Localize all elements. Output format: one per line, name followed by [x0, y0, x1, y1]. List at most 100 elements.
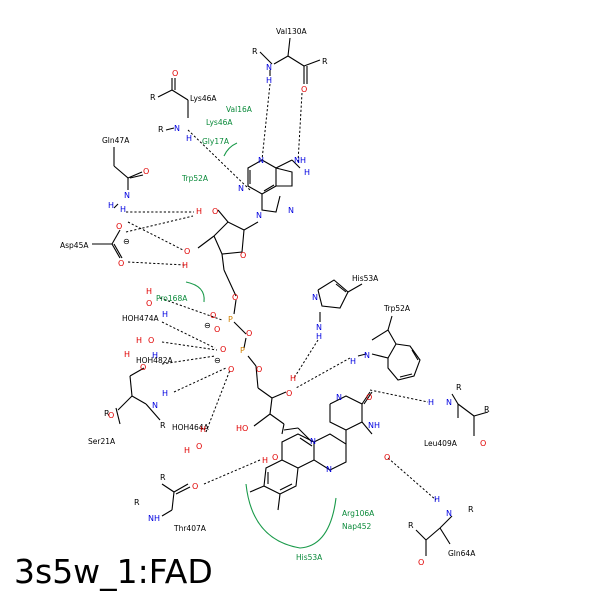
svg-text:O: O	[184, 247, 190, 256]
svg-text:R: R	[150, 93, 156, 102]
hydrogen-bonds	[125, 83, 437, 501]
svg-text:O: O	[246, 329, 252, 338]
hydrophobic-arc-bottom	[245, 483, 337, 549]
gln47-fragment	[113, 147, 144, 209]
svg-text:NH: NH	[148, 514, 160, 523]
asp45-fragment	[92, 229, 123, 259]
svg-text:H: H	[136, 336, 142, 345]
label-his53: His53A	[352, 274, 379, 283]
label-hyd-pro168: Pro168A	[156, 294, 188, 303]
svg-text:H: H	[304, 168, 310, 177]
svg-text:R: R	[134, 498, 140, 507]
svg-text:H: H	[108, 201, 114, 210]
svg-text:NH: NH	[368, 421, 380, 430]
svg-text:⊖: ⊖	[123, 237, 130, 246]
svg-text:O: O	[210, 311, 216, 320]
svg-text:N: N	[266, 63, 272, 72]
label-val130: Val130A	[276, 27, 308, 36]
svg-text:O: O	[140, 363, 146, 372]
hydrophobic-arc-pro168	[185, 281, 205, 303]
svg-text:N: N	[256, 211, 262, 220]
label-thr407: Thr407A	[173, 524, 207, 533]
svg-text:H: H	[120, 205, 126, 214]
svg-text:R: R	[322, 57, 328, 66]
thr407-fragment	[161, 483, 191, 517]
svg-text:O: O	[228, 365, 234, 374]
his53-ring	[317, 279, 363, 322]
svg-text:O: O	[143, 167, 149, 176]
svg-text:H: H	[350, 357, 356, 366]
svg-text:O: O	[232, 293, 238, 302]
svg-text:H: H	[162, 389, 168, 398]
label-hoh482: HOH482A	[136, 356, 173, 365]
svg-text:O: O	[214, 325, 220, 334]
label-hoh474: HOH474A	[122, 314, 159, 323]
hydrophobic-arc-top	[223, 142, 238, 157]
trp52-ring	[357, 315, 421, 381]
svg-text:O: O	[240, 251, 246, 260]
label-leu409: Leu409A	[424, 439, 458, 448]
svg-text:N: N	[364, 351, 370, 360]
label-hyd-arg106: Arg106A	[342, 509, 375, 518]
label-hyd-trp52: Trp52A	[181, 174, 209, 183]
svg-text:R: R	[160, 473, 166, 482]
svg-text:O: O	[118, 259, 124, 268]
label-gln47: Gln47A	[102, 136, 130, 145]
svg-text:P: P	[228, 315, 233, 324]
label-hyd-nap452: Nap452	[342, 522, 372, 531]
label-ser21: Ser21A	[88, 437, 116, 446]
svg-text:H: H	[428, 398, 434, 407]
label-lys46: Lys46A	[190, 94, 217, 103]
svg-text:P: P	[240, 346, 245, 355]
label-hyd-val16: Val16A	[226, 105, 253, 114]
svg-text:R: R	[468, 505, 474, 514]
svg-text:R: R	[456, 383, 462, 392]
label-asp45: Asp45A	[60, 241, 89, 250]
svg-text:O: O	[116, 222, 122, 231]
svg-text:H: H	[290, 374, 296, 383]
svg-text:O: O	[272, 453, 278, 462]
svg-text:O: O	[256, 365, 262, 374]
svg-text:R: R	[160, 421, 166, 430]
svg-text:NH: NH	[294, 156, 306, 165]
svg-text:O: O	[196, 442, 202, 451]
svg-text:H: H	[186, 134, 192, 143]
svg-text:N: N	[258, 156, 264, 165]
svg-text:N: N	[174, 124, 180, 133]
svg-text:O: O	[146, 299, 152, 308]
svg-text:N: N	[152, 401, 158, 410]
svg-text:H: H	[196, 207, 202, 216]
svg-text:H: H	[162, 310, 168, 319]
svg-text:O: O	[192, 482, 198, 491]
svg-text:H: H	[146, 287, 152, 296]
svg-text:H: H	[182, 261, 188, 270]
svg-text:N: N	[336, 393, 342, 402]
gln64-fragment	[415, 515, 453, 556]
label-gln64: Gln64A	[448, 549, 476, 558]
svg-text:R: R	[158, 125, 164, 134]
svg-text:O: O	[220, 345, 226, 354]
atom-labels: R N H R O O R R N H O N H H O O ⊖ N N NH…	[104, 47, 490, 567]
svg-text:H: H	[266, 76, 272, 85]
svg-text:H: H	[124, 350, 130, 359]
svg-text:N: N	[238, 184, 244, 193]
label-hoh464: HOH464A	[172, 423, 209, 432]
leu409-fragment	[451, 393, 489, 436]
svg-text:N: N	[312, 293, 318, 302]
svg-text:R: R	[252, 47, 258, 56]
svg-text:N: N	[326, 465, 332, 474]
svg-text:N: N	[310, 437, 316, 446]
svg-text:N: N	[446, 398, 452, 407]
svg-text:O: O	[384, 453, 390, 462]
ser21-fragment	[115, 367, 161, 425]
adenine-ring	[247, 159, 301, 213]
flavin-ring	[249, 391, 373, 511]
ribose	[197, 209, 259, 297]
svg-text:H: H	[316, 332, 322, 341]
svg-text:O: O	[212, 207, 218, 216]
svg-text:N: N	[316, 323, 322, 332]
svg-text:R: R	[104, 409, 110, 418]
svg-text:O: O	[148, 336, 154, 345]
svg-text:R: R	[484, 405, 490, 414]
label-trp52: Trp52A	[383, 304, 411, 313]
